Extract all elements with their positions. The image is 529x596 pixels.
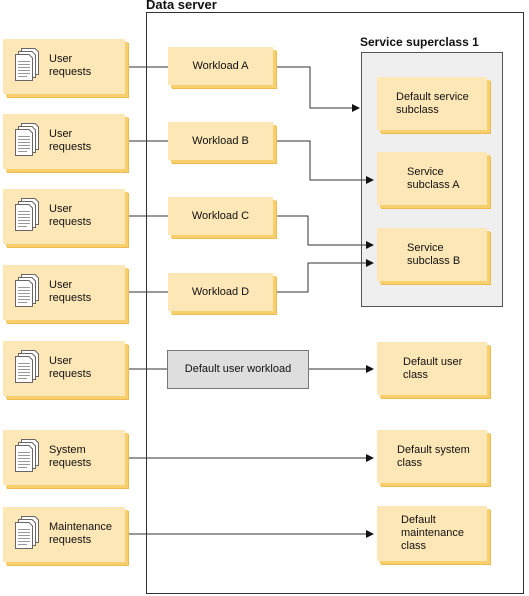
subclass-label-line1: Default service [396, 90, 469, 103]
default-maintenance-class-box: Default maintenance class [377, 506, 487, 561]
workload-label: Workload D [191, 285, 250, 298]
request-box: Maintenance requests [3, 507, 125, 562]
default-user-class-box: Default user class [377, 342, 487, 395]
request-label: User requests [49, 128, 119, 154]
service-superclass-title: Service superclass 1 [360, 35, 479, 49]
request-box: System requests [3, 430, 125, 485]
data-server-title: Data server [146, 0, 217, 12]
subclass-label-line2: subclass B [407, 254, 461, 267]
document-stack-icon [15, 439, 39, 472]
document-stack-icon [15, 48, 39, 81]
workload-label: Workload B [192, 134, 249, 147]
request-label: User requests [49, 279, 119, 305]
request-label: User requests [49, 203, 119, 229]
subclass-label-line1: Service [407, 165, 444, 178]
class-label-line2: class [397, 456, 423, 469]
request-label-line1: System [49, 444, 86, 456]
request-label-line2: requests [49, 534, 92, 546]
wire-workload-a-default-subclass [273, 66, 360, 112]
document-stack-icon [15, 516, 39, 549]
workload-c-box: Workload C [168, 197, 273, 235]
request-label-line1: User [49, 53, 73, 65]
workload-a-box: Workload A [168, 47, 273, 85]
default-system-class-box: Default system class [377, 430, 487, 483]
request-label: User requests [49, 53, 119, 79]
subclass-label-line2: subclass A [407, 178, 460, 191]
service-subclass-a-box: Service subclass A [377, 152, 487, 205]
class-label-line2: class [403, 368, 429, 381]
workload-d-box: Workload D [168, 273, 273, 311]
workload-b-box: Workload B [168, 122, 273, 160]
class-label-line2: maintenance [401, 527, 464, 539]
workload-label: Workload A [192, 59, 249, 72]
request-label-line1: User [49, 279, 73, 291]
document-stack-icon [15, 350, 39, 383]
request-label-line1: User [49, 203, 73, 215]
default-user-workload-box: Default user workload [167, 350, 309, 389]
class-label-line1: Default system [397, 443, 470, 456]
subclass-label-line1: Service [407, 241, 444, 254]
request-label-line1: Maintenance [49, 521, 112, 533]
request-label-line2: requests [49, 216, 92, 228]
request-label-line2: requests [49, 292, 92, 304]
request-label-line2: requests [49, 66, 92, 78]
document-stack-icon [15, 123, 39, 156]
wire-workload-b-subclass-a [273, 140, 374, 184]
workload-label: Default user workload [184, 363, 292, 375]
class-label-line1: Default user [403, 355, 463, 368]
request-box: User requests [3, 265, 125, 320]
request-label-line1: User [49, 355, 73, 367]
default-service-subclass-box: Default service subclass [377, 77, 487, 130]
subclass-label-line2: subclass [396, 103, 439, 116]
request-box: User requests [3, 39, 125, 94]
request-box: User requests [3, 114, 125, 169]
request-box: User requests [3, 341, 125, 396]
request-label: Maintenance requests [49, 521, 119, 547]
request-label-line1: User [49, 128, 73, 140]
service-subclass-b-box: Service subclass B [377, 228, 487, 281]
request-label-line2: requests [49, 457, 92, 469]
request-label: System requests [49, 444, 119, 470]
class-label-line3: class [401, 540, 427, 552]
request-label: User requests [49, 355, 119, 381]
workload-label: Workload C [191, 209, 250, 222]
document-stack-icon [15, 274, 39, 307]
wire-workload-c-subclass-b [273, 215, 374, 249]
request-label-line2: requests [49, 368, 92, 380]
request-box: User requests [3, 189, 125, 244]
class-label-line1: Default [401, 514, 436, 526]
request-label-line2: requests [49, 141, 92, 153]
document-stack-icon [15, 198, 39, 231]
wire-workload-d-subclass-b [273, 259, 374, 293]
